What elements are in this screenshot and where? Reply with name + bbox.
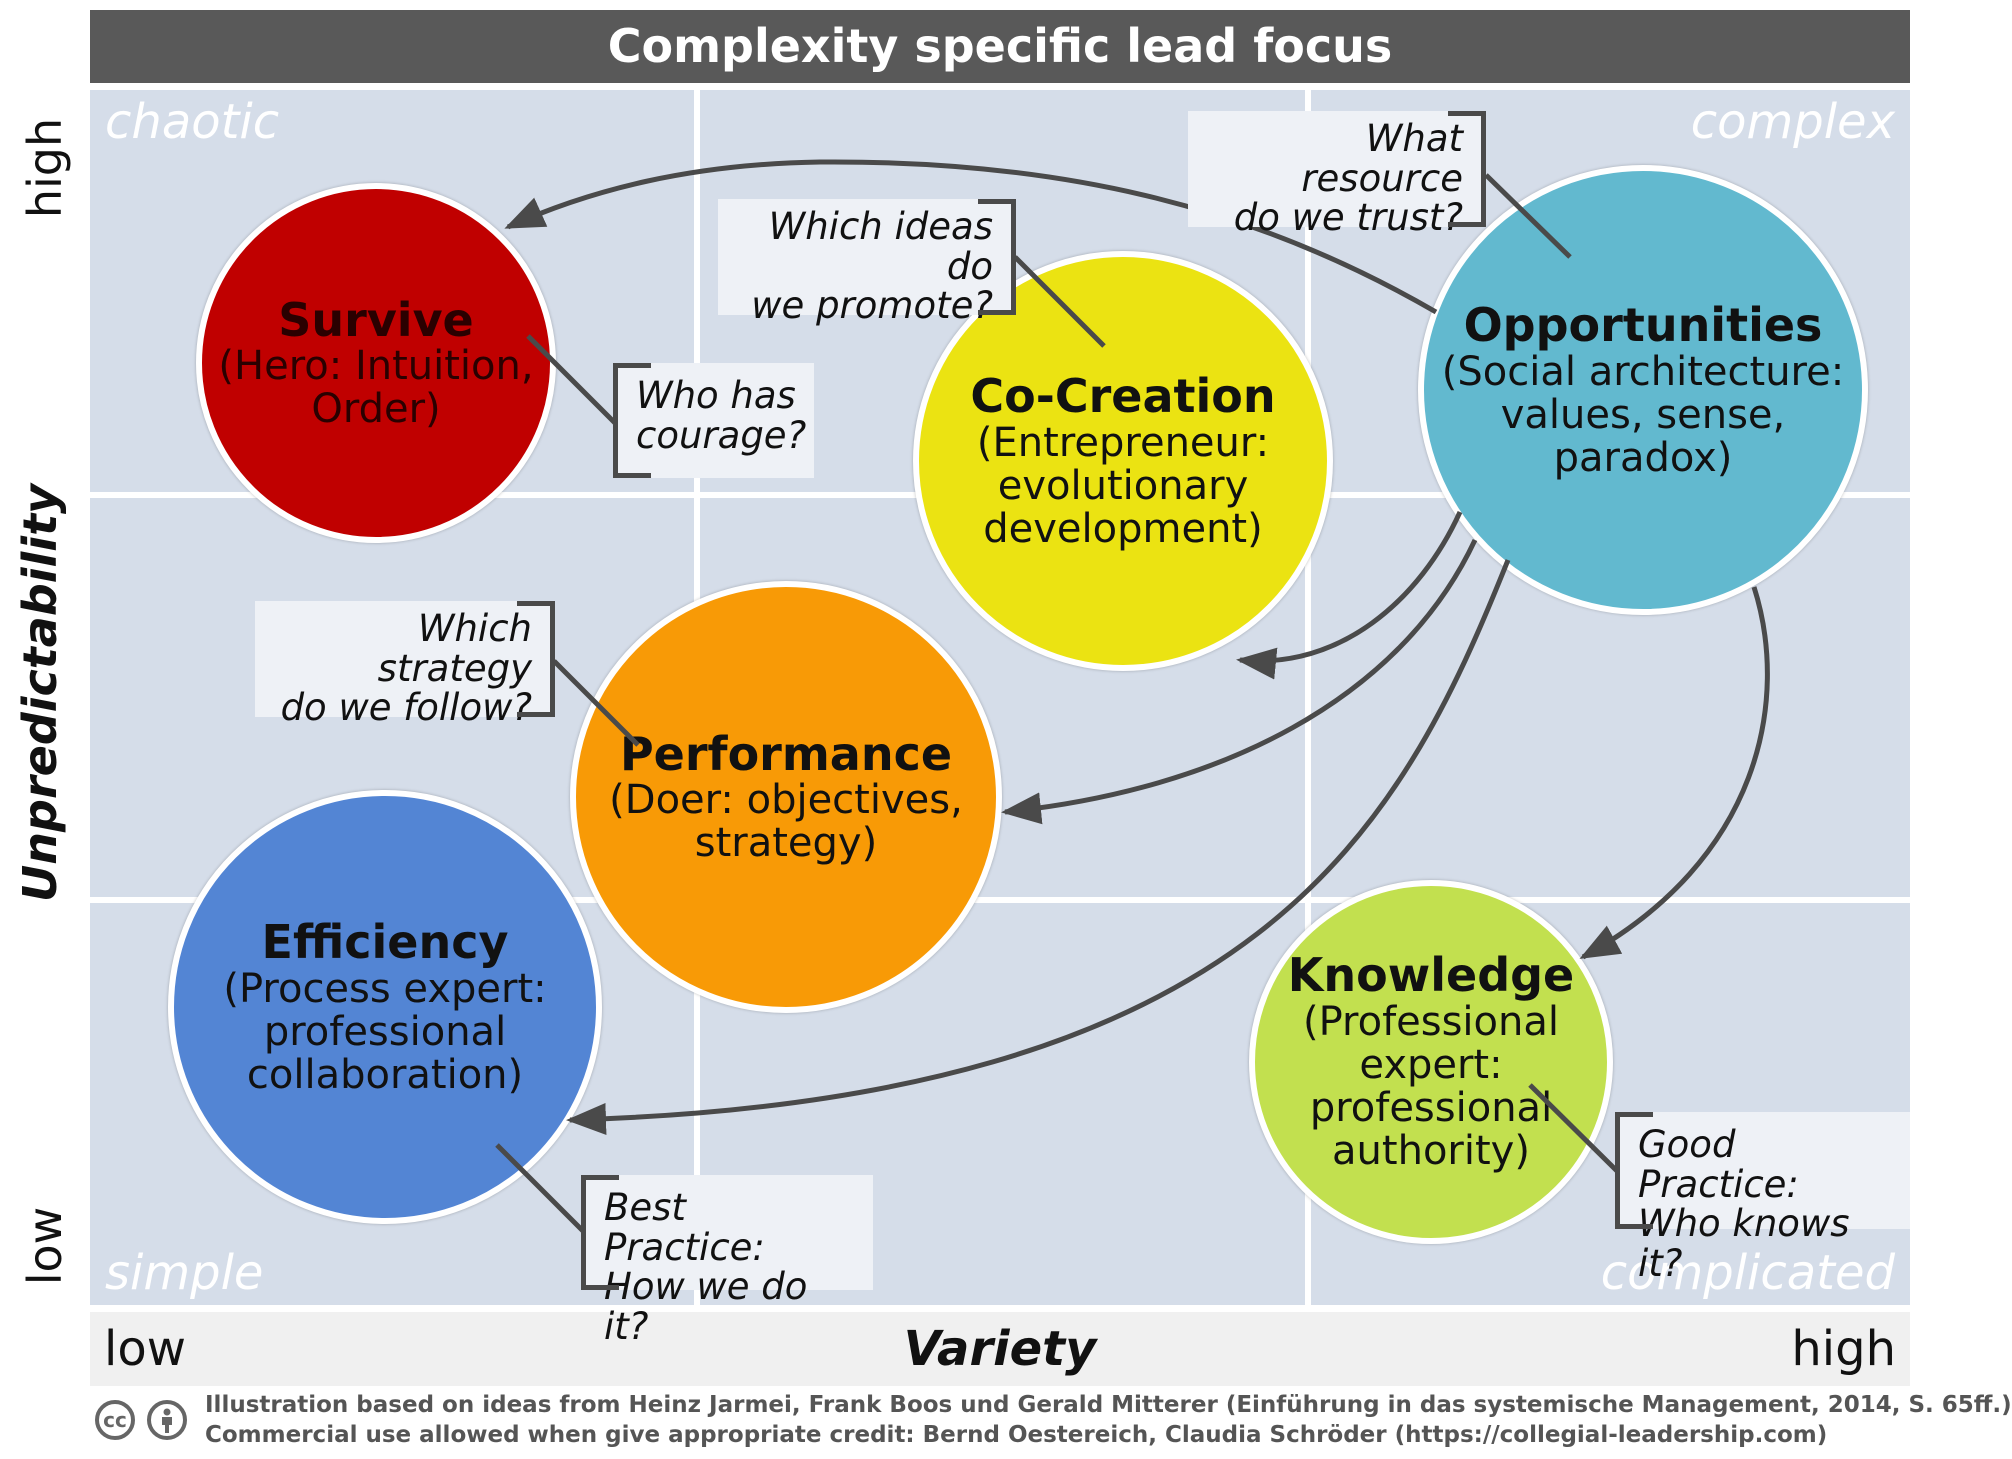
bracket-ideas-bottom: [978, 310, 1016, 315]
question-box-ideas: Which ideas do we promote?: [718, 199, 1016, 325]
question-box-courage: Who has courage?: [613, 363, 814, 478]
survive-title: Survive: [278, 292, 474, 347]
y-axis-high-label: high: [18, 117, 72, 219]
efficiency-description: (Process expert: professional collaborat…: [223, 965, 547, 1098]
question-box-best-practice: Best Practice: How we do it?: [581, 1175, 873, 1346]
circle-performance: Performance (Doer: objectives, strategy): [570, 581, 1002, 1013]
performance-description: (Doer: objectives, strategy): [609, 777, 963, 867]
bracket-best-practice-bottom: [581, 1285, 619, 1290]
co-creation-title: Co-Creation: [970, 368, 1276, 423]
corner-label-complex: complex: [1690, 94, 1895, 150]
circle-knowledge: Knowledge (Professional expert: professi…: [1249, 880, 1613, 1244]
bracket-strategy-top: [517, 601, 555, 606]
circle-opportunities: Opportunities (Social architecture: valu…: [1418, 165, 1868, 615]
question-box-strategy: Which strategy do we follow?: [255, 601, 555, 727]
co-creation-description: (Entrepreneur: evolutionary development): [976, 419, 1270, 552]
bracket-strategy-bottom: [517, 712, 555, 717]
bracket-good-practice-bottom: [1615, 1224, 1653, 1229]
bracket-resource-bottom: [1448, 222, 1486, 227]
corner-label-chaotic: chaotic: [105, 94, 280, 150]
credit-line-2: Commercial use allowed when give appropr…: [205, 1422, 1828, 1448]
circle-efficiency: Efficiency (Process expert: professional…: [168, 790, 602, 1224]
corner-label-complicated: complicated: [1600, 1245, 1895, 1301]
cc-icon: cc: [95, 1400, 135, 1440]
y-axis-low-label: low: [18, 1206, 72, 1286]
x-axis-high-label: high: [1791, 1321, 1896, 1377]
knowledge-title: Knowledge: [1287, 948, 1575, 1003]
efficiency-title: Efficiency: [261, 914, 509, 969]
bracket-resource-top: [1448, 111, 1486, 116]
y-axis-title: Unpredictability: [13, 483, 67, 903]
bracket-ideas-top: [978, 199, 1016, 204]
question-box-good-practice: Good Practice: Who knows it?: [1615, 1112, 1910, 1283]
credit-text: Illustration based on ideas from Heinz J…: [205, 1390, 2012, 1450]
diagram-title: Complexity specific lead focus: [90, 10, 1910, 83]
credit-line-1: Illustration based on ideas from Heinz J…: [205, 1392, 2012, 1418]
survive-description: (Hero: Intuition, Order): [218, 343, 534, 433]
corner-label-simple: simple: [105, 1245, 264, 1301]
x-axis-low-label: low: [104, 1321, 186, 1377]
knowledge-description: (Professional expert: professional autho…: [1303, 998, 1559, 1175]
circle-survive: Survive (Hero: Intuition, Order): [196, 183, 556, 543]
x-axis-bar: low Variety high: [90, 1312, 1910, 1386]
x-axis-title: Variety: [903, 1321, 1097, 1377]
bracket-best-practice-top: [581, 1175, 619, 1180]
bracket-good-practice-top: [1615, 1112, 1653, 1117]
opportunities-title: Opportunities: [1463, 297, 1823, 352]
attribution-icon: [147, 1400, 187, 1440]
question-box-resource: What resource do we trust?: [1188, 111, 1486, 237]
opportunities-description: (Social architecture: values, sense, par…: [1441, 348, 1845, 481]
performance-title: Performance: [619, 726, 953, 781]
bracket-courage-bottom: [613, 473, 651, 478]
bracket-courage-top: [613, 363, 651, 368]
